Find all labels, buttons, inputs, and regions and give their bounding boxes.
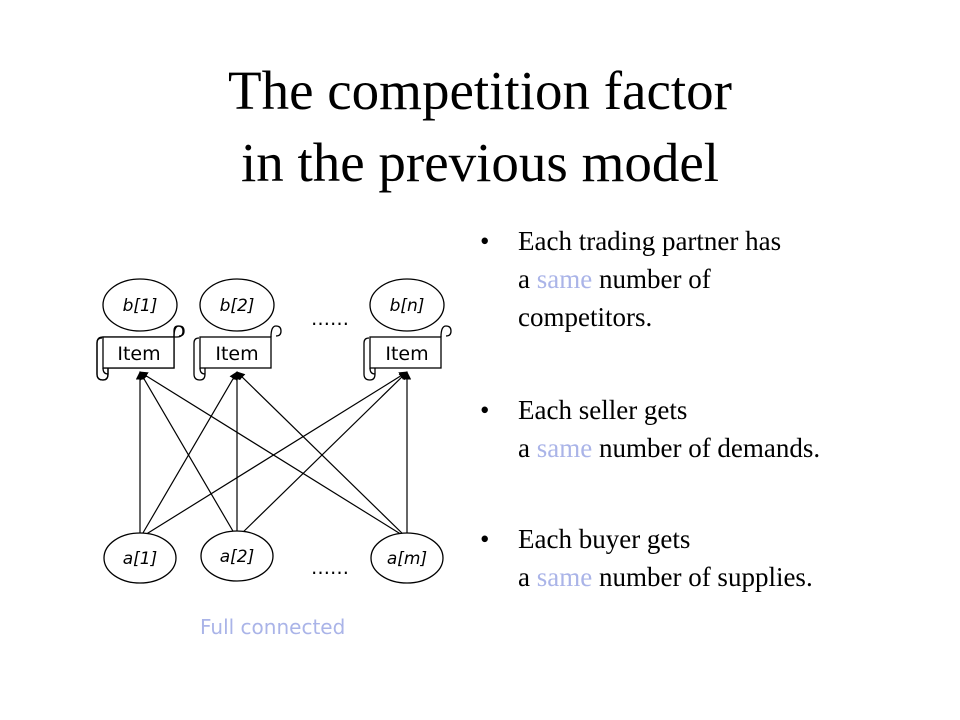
bullet-2-after: number of demands. — [592, 433, 821, 463]
bullet-3-highlight: same — [536, 562, 593, 592]
bullet-list: • Each trading partner has a same number… — [480, 222, 950, 596]
top-ellipsis: …… — [311, 308, 349, 330]
bottom-node-am-label: a[m] — [387, 549, 427, 569]
top-node-b1: b[1] — [102, 278, 178, 332]
title-line-1: The competition factor — [228, 60, 732, 121]
bullet-1-line-3: competitors. — [518, 302, 653, 332]
item-label-2: Item — [215, 343, 258, 365]
edge-a2-b1 — [139, 371, 238, 539]
bullet-2-line-1: Each seller gets — [518, 395, 688, 425]
bullet-dot: • — [480, 226, 490, 256]
bottom-node-a2: a[2] — [200, 530, 274, 582]
bullet-3-line-1: Each buyer gets — [518, 524, 691, 554]
bullet-1-after: number of — [592, 264, 711, 294]
edges — [135, 371, 412, 539]
item-label-3: Item — [385, 343, 428, 365]
edge-am-b1 — [139, 371, 408, 539]
bullet-2-highlight: same — [536, 433, 593, 463]
bottom-ellipsis: …… — [311, 557, 349, 579]
bullet-2-line-2: a same number of demands. — [518, 429, 950, 467]
bottom-node-am: a[m] — [370, 532, 444, 584]
bullet-1-line-2: a same number of — [518, 260, 950, 298]
slide-title: The competition factor in the previous m… — [0, 55, 960, 199]
bullet-2-prefix: a — [518, 433, 537, 463]
item-scroll-3 — [363, 325, 452, 381]
bullet-3-after: number of supplies. — [592, 562, 813, 592]
item-label-1: Item — [117, 343, 160, 365]
top-node-b2: b[2] — [199, 278, 275, 332]
bottom-node-a1-label: a[1] — [123, 549, 158, 569]
bullet-3-line-2: a same number of supplies. — [518, 558, 950, 596]
bullet-dot: • — [480, 395, 490, 425]
top-node-b2-label: b[2] — [220, 296, 255, 316]
bullet-dot: • — [480, 524, 490, 554]
bullet-item-1: • Each trading partner has a same number… — [480, 222, 950, 336]
bullet-3-prefix: a — [518, 562, 537, 592]
bullet-item-3: • Each buyer gets a same number of suppl… — [480, 520, 950, 596]
bullet-1-highlight: same — [536, 264, 593, 294]
bullet-item-2: • Each seller gets a same number of dema… — [480, 391, 950, 467]
top-node-b1-label: b[1] — [123, 296, 158, 316]
bullet-1-prefix: a — [518, 264, 537, 294]
title-line-2: in the previous model — [240, 132, 720, 193]
item-scroll-2 — [193, 325, 282, 381]
item-scroll-1 — [96, 325, 185, 381]
top-node-bn: b[n] — [369, 278, 445, 332]
diagram-caption: Full connected — [200, 615, 346, 639]
bottom-node-a1: a[1] — [103, 532, 177, 584]
edge-am-b2 — [236, 371, 408, 539]
top-node-bn-label: b[n] — [390, 296, 425, 316]
bullet-1-line-1: Each trading partner has — [518, 226, 782, 256]
bottom-node-a2-label: a[2] — [220, 547, 255, 567]
